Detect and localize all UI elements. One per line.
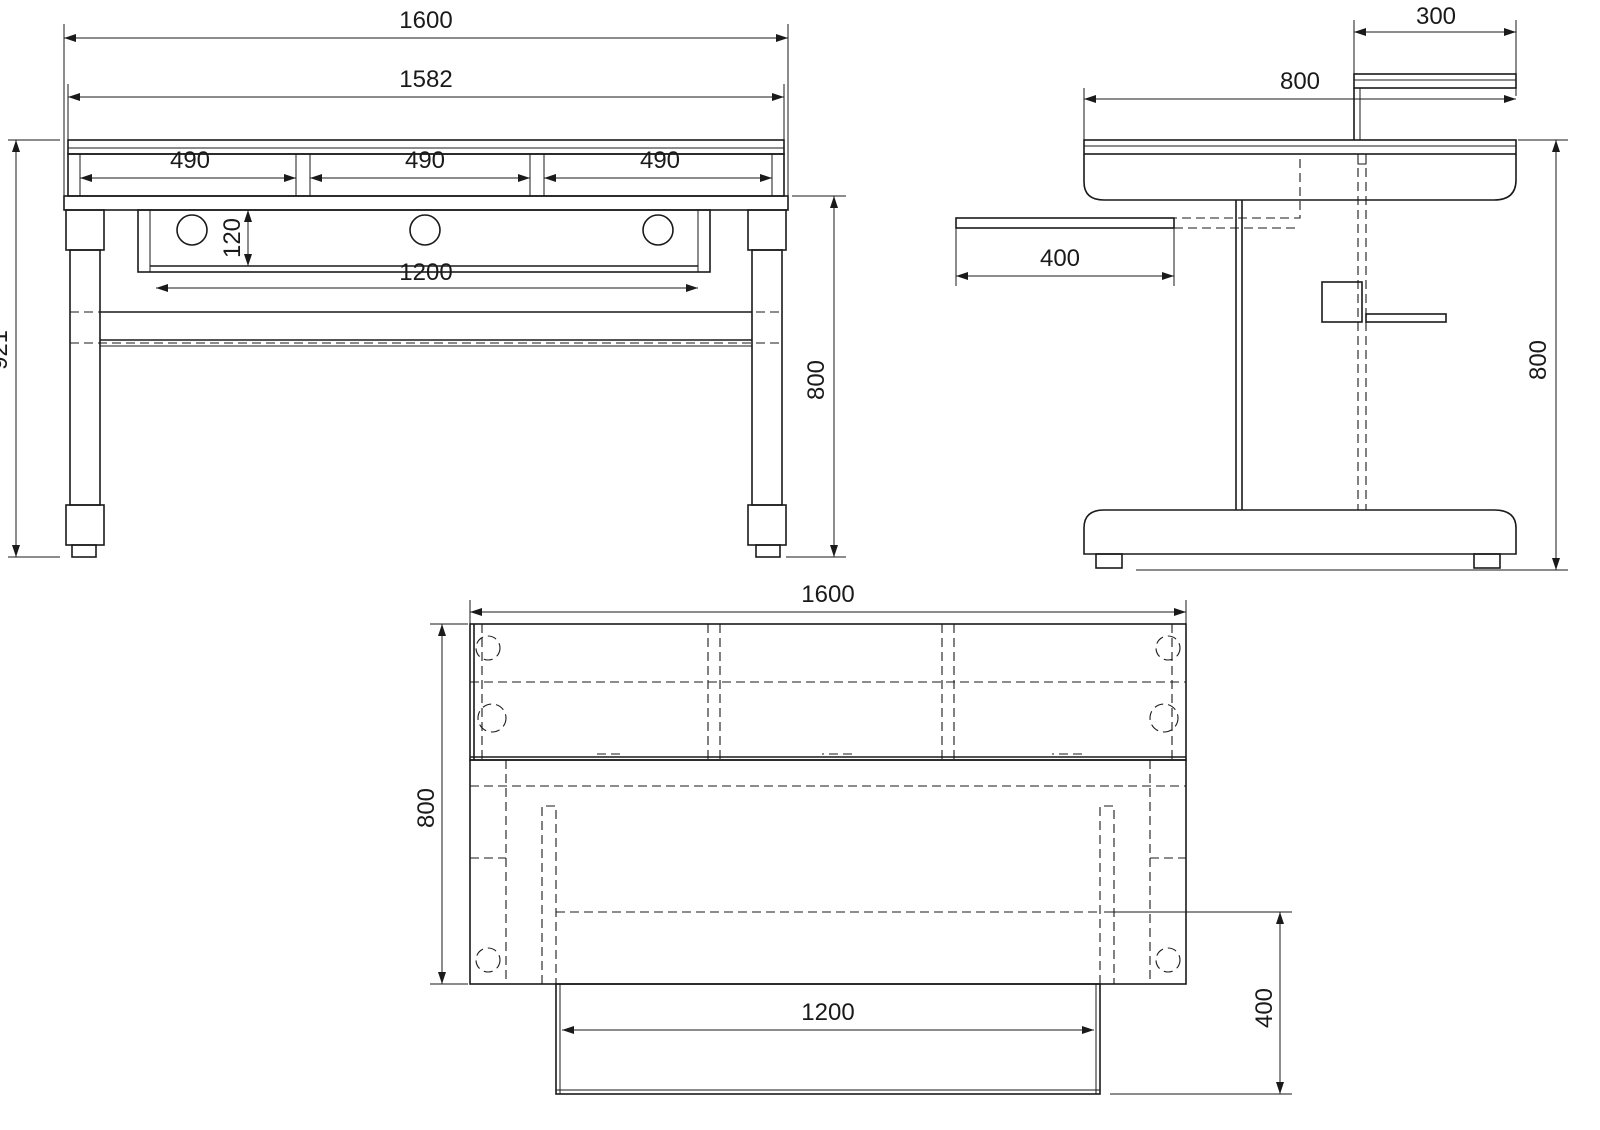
dim-front-desk-height: 800 [803,360,830,400]
side-shelf-top [1353,73,1517,89]
front-shelf-divider-2 [529,153,545,197]
top-shelf-unit [469,623,1187,761]
cable-grommet-2 [409,214,441,246]
side-foot-rear [1473,553,1501,569]
dim-shelf-1: 490 [170,147,210,174]
dim-drawer-width: 1200 [399,259,452,286]
cable-grommet-1 [176,214,208,246]
side-bracket [1321,281,1363,323]
front-shelf-divider-1 [295,153,311,197]
front-drawer [137,209,711,273]
cable-grommet-3 [642,214,674,246]
front-desktop [63,195,789,211]
top-view: 1600 800 1200 400 [413,581,1292,1095]
front-leg-right [747,209,787,558]
side-keyboard-tray [955,217,1175,229]
dim-top-tray-depth: 400 [1251,988,1278,1028]
dim-drawer-height: 120 [219,218,246,258]
top-desktop [469,759,1187,985]
top-keyboard-tray [555,983,1101,1095]
dim-side-desk-height: 800 [1525,340,1552,380]
side-base [1083,509,1517,555]
dim-top-overall-width: 1600 [801,581,854,608]
dim-shelf-2: 490 [405,147,445,174]
dim-side-tray-depth: 400 [1040,245,1080,272]
dim-top-tray-width: 1200 [801,999,854,1026]
front-leg-left [65,209,105,558]
side-view: 300 800 400 800 [955,3,1568,571]
side-foot-front [1095,553,1123,569]
dim-side-shelf-depth: 300 [1416,3,1456,30]
dim-front-top-width: 1582 [399,66,452,93]
dim-top-depth: 800 [413,788,440,828]
side-desk-apron [1083,154,1517,201]
dim-shelf-3: 490 [640,147,680,174]
side-desktop [1083,139,1517,155]
front-view: 1600 1582 490 490 490 120 1200 921 800 [0,7,846,558]
dim-side-desk-depth: 800 [1280,68,1320,95]
side-footrest [1365,313,1447,323]
dim-front-overall-width: 1600 [399,7,452,34]
dim-front-overall-height: 921 [0,330,13,370]
